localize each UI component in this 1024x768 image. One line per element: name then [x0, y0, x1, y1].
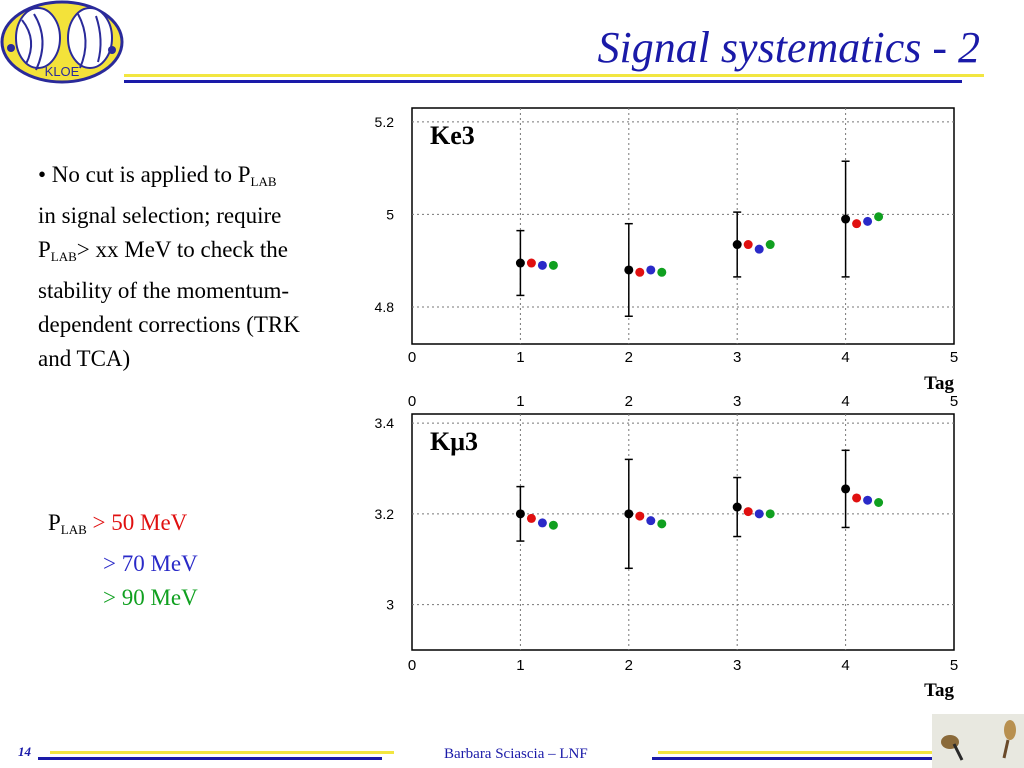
bullet-part-2: > xx MeV to check the stability of the m…: [38, 237, 300, 371]
x-tick-label: 3: [733, 349, 741, 366]
data-point-series-1: [743, 507, 753, 517]
x-tick-label: 5: [950, 657, 958, 674]
y-tick-label: 3.4: [375, 415, 395, 431]
data-point-series-1: [635, 267, 645, 277]
data-point-series-2: [646, 516, 656, 526]
data-point-series-2: [754, 244, 764, 254]
ref-point: [732, 240, 742, 250]
ref-point: [515, 509, 525, 519]
x-tick-label-top: 3: [733, 393, 741, 410]
x-tick-label: 3: [733, 657, 741, 674]
ref-point: [732, 502, 742, 512]
y-tick-label: 5: [386, 206, 394, 222]
y-tick-label: 4.8: [375, 299, 395, 315]
legend-entry-50: > 50 MeV: [92, 510, 188, 535]
x-tick-label-top: 1: [516, 393, 524, 410]
data-point-series-3: [874, 212, 884, 222]
page-number: 14: [18, 744, 31, 759]
y-tick-label: 5.2: [375, 114, 395, 130]
data-point-series-1: [743, 240, 753, 250]
x-tick-label: 0: [408, 349, 416, 366]
footer-author: Barbara Sciascia – LNF: [444, 746, 588, 762]
x-tick-label: 4: [841, 349, 849, 366]
data-point-series-2: [754, 509, 764, 519]
x-tick-label: 4: [841, 657, 849, 674]
legend-p: P: [48, 510, 61, 535]
plot-frame: [411, 107, 955, 345]
p-symbol-2: P: [38, 237, 51, 262]
x-tick-label-top: 4: [841, 393, 849, 410]
panel-label: Kμ3: [430, 427, 478, 456]
data-point-series-3: [765, 509, 775, 519]
x-tick-label: 2: [625, 349, 633, 366]
x-tick-label: 0: [408, 657, 416, 674]
x-tick-label: 1: [516, 657, 524, 674]
momentum-cut-legend: PLAB > 50 MeV > 70 MeV > 90 MeV: [48, 506, 198, 615]
logo-text: KLOE: [45, 64, 80, 79]
plot-frame: [411, 413, 955, 651]
panel-label: Ke3: [430, 121, 475, 150]
legend-lab: LAB: [60, 522, 87, 537]
bullet-part-1: in signal selection; require: [38, 203, 282, 228]
footer-rule-blue-left: [38, 757, 382, 760]
data-point-series-2: [537, 518, 547, 528]
x-tick-label-top: 2: [625, 393, 633, 410]
x-tick-label: 1: [516, 349, 524, 366]
data-point-series-3: [657, 267, 667, 277]
data-point-series-3: [874, 498, 884, 507]
corner-graphic: [932, 714, 1024, 768]
bullet-text: • No cut is applied to PLAB in signal se…: [38, 158, 300, 376]
footer-rule-yellow-left: [50, 751, 394, 754]
p-symbol: P: [237, 162, 251, 187]
lab-subscript-2: LAB: [50, 249, 77, 264]
data-point-series-2: [863, 216, 873, 226]
x-tick-label: 2: [625, 657, 633, 674]
x-tick-label: 5: [950, 349, 958, 366]
data-point-series-1: [526, 258, 536, 268]
data-point-series-2: [863, 495, 873, 505]
data-point-series-3: [765, 240, 775, 250]
slide-title: Signal systematics - 2: [597, 23, 980, 72]
title-rule-yellow: [124, 74, 984, 77]
legend-entry-90: > 90 MeV: [103, 585, 198, 610]
data-point-series-1: [635, 511, 645, 521]
data-point-series-1: [852, 219, 862, 229]
data-point-series-1: [852, 493, 862, 503]
x-tick-label-top: 0: [408, 393, 416, 410]
data-point-series-2: [537, 260, 547, 270]
footer-rule-yellow-right: [658, 751, 934, 754]
ref-point: [624, 265, 634, 275]
bullet-prefix: • No cut is applied to: [38, 162, 232, 187]
data-point-series-2: [646, 265, 656, 275]
footer-rule-blue-right: [652, 757, 934, 760]
lab-subscript: LAB: [250, 174, 277, 189]
kloe-logo: KLOE: [0, 0, 124, 84]
ref-point: [515, 258, 525, 268]
data-point-series-1: [526, 513, 536, 523]
ref-point: [841, 214, 851, 224]
legend-entry-70: > 70 MeV: [103, 551, 198, 576]
data-point-series-3: [548, 520, 558, 530]
ref-point: [624, 509, 634, 519]
data-point-series-3: [548, 260, 558, 270]
x-tick-label-top: 5: [950, 393, 958, 410]
ref-point: [841, 484, 851, 494]
y-tick-label: 3.2: [375, 506, 395, 522]
x-axis-title: Tag: [924, 373, 954, 394]
x-axis-title: Tag: [924, 680, 954, 701]
data-point-series-3: [657, 519, 667, 529]
title-rule-blue: [124, 80, 962, 83]
y-tick-label: 3: [386, 597, 394, 613]
